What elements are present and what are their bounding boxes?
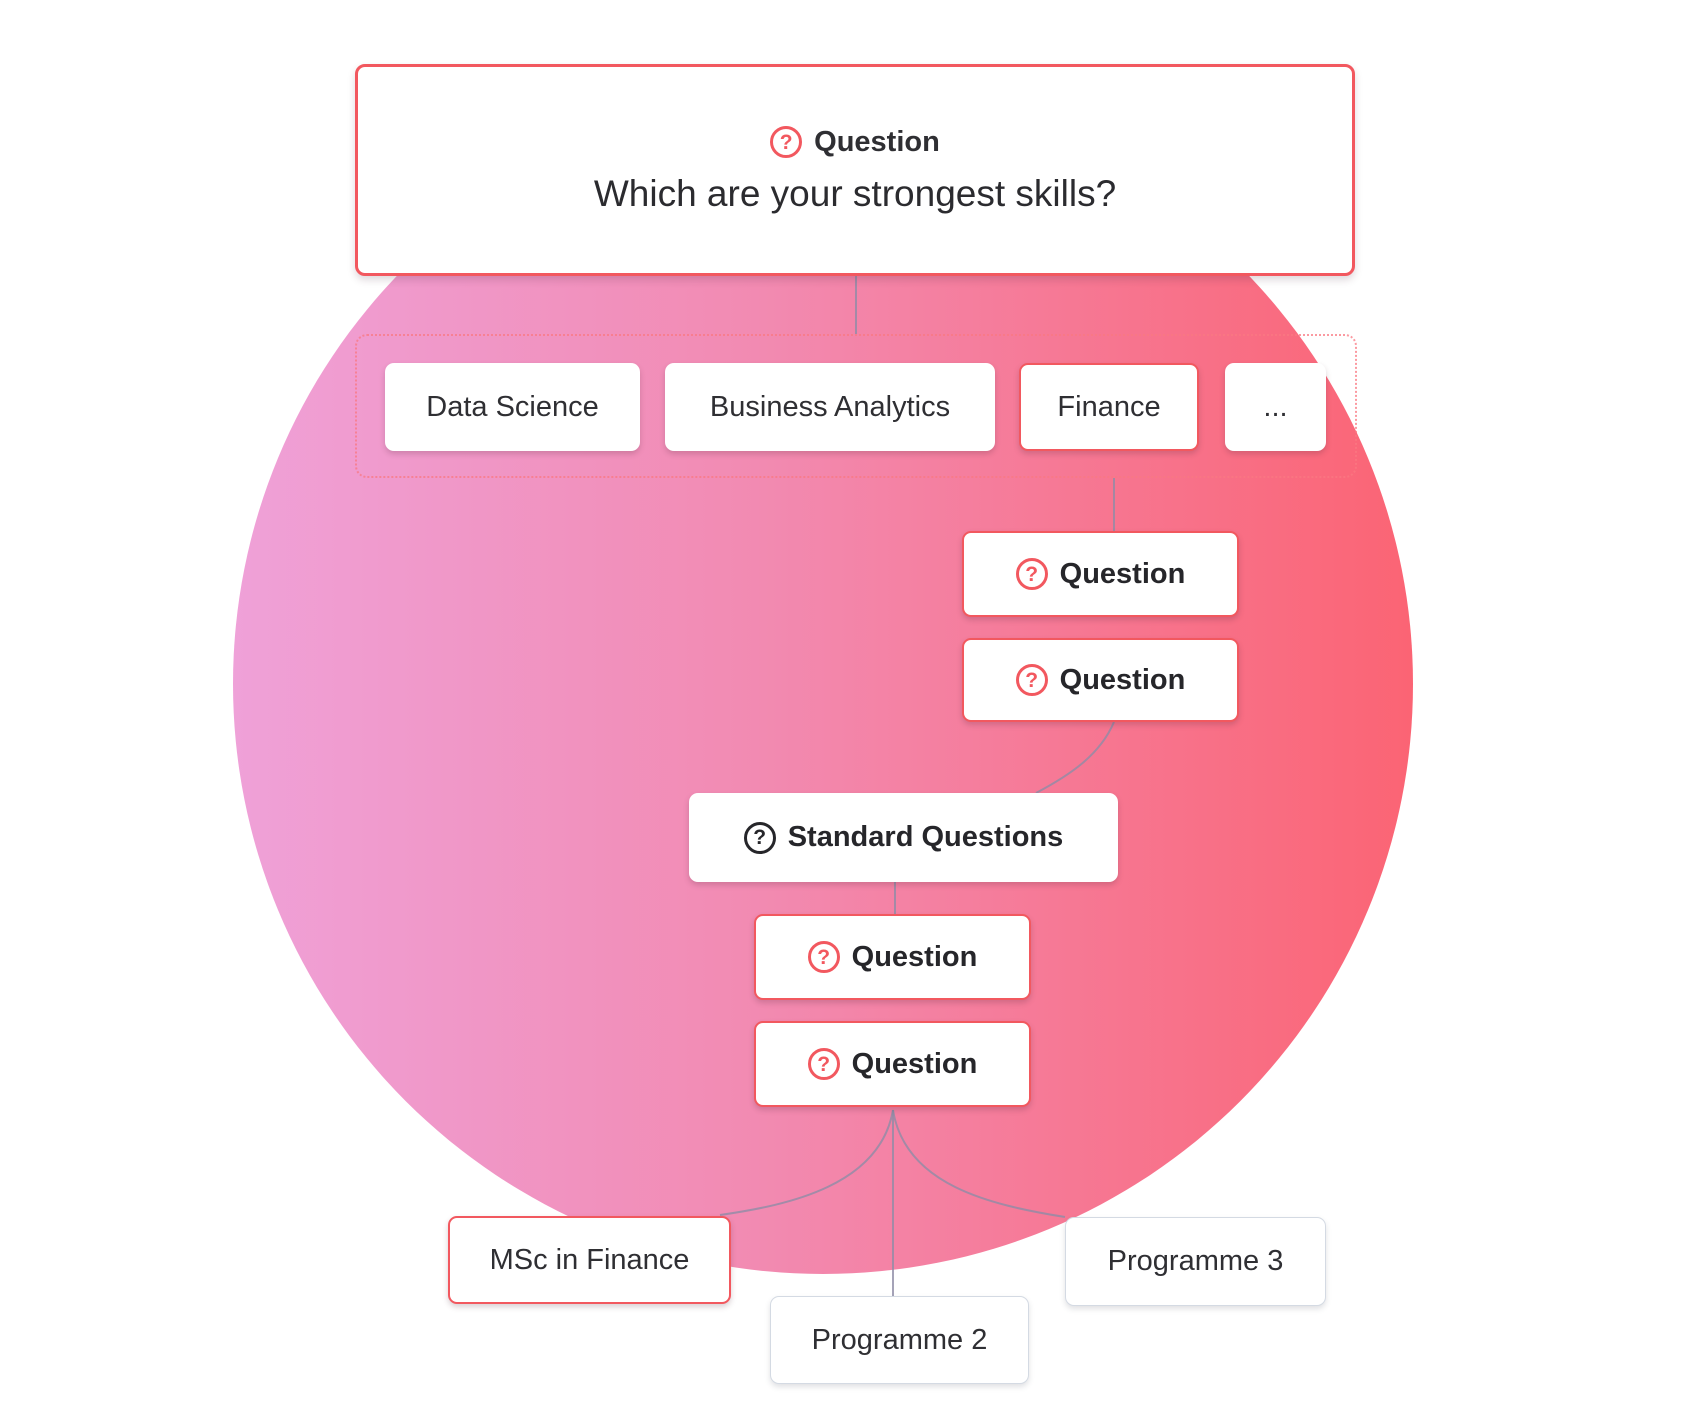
programme-node-2[interactable]: Programme 2 xyxy=(770,1296,1029,1384)
connector-to-programme-3 xyxy=(892,1109,1066,1218)
main-question-text: Which are your strongest skills? xyxy=(593,172,1117,214)
programme-label: MSc in Finance xyxy=(489,1243,690,1276)
skill-option-label: Business Analytics xyxy=(709,390,951,423)
skill-option-data-science[interactable]: Data Science xyxy=(385,363,640,451)
programme-label: Programme 2 xyxy=(811,1323,988,1356)
question-circle-icon: ? xyxy=(743,821,776,854)
skill-option-label: ... xyxy=(1263,390,1288,423)
question-circle-icon: ? xyxy=(807,1048,840,1080)
question-node-1[interactable]: ? Question xyxy=(962,531,1239,617)
main-question-heading: ? Question xyxy=(770,126,940,159)
standard-questions-node[interactable]: ? Standard Questions xyxy=(689,793,1118,882)
skill-option-label: Finance xyxy=(1057,390,1161,423)
programme-node-3[interactable]: Programme 3 xyxy=(1065,1217,1326,1306)
connector-question-to-standard xyxy=(1035,721,1115,794)
question-node-label: Question xyxy=(851,940,978,973)
standard-questions-label: Standard Questions xyxy=(787,821,1064,853)
programme-node-msc-finance[interactable]: MSc in Finance xyxy=(448,1216,731,1304)
skills-group-frame xyxy=(355,334,1357,478)
skill-option-more[interactable]: ... xyxy=(1225,363,1326,451)
question-node-4[interactable]: ? Question xyxy=(754,1021,1031,1107)
question-circle-icon: ? xyxy=(807,941,840,973)
question-node-label: Question xyxy=(1059,557,1186,590)
question-circle-icon: ? xyxy=(1015,664,1048,696)
question-circle-icon: ? xyxy=(770,126,803,158)
question-node-3[interactable]: ? Question xyxy=(754,914,1031,1000)
skill-option-finance[interactable]: Finance xyxy=(1019,363,1199,451)
programme-label: Programme 3 xyxy=(1107,1245,1284,1277)
skill-option-label: Data Science xyxy=(426,390,599,423)
main-question-card[interactable]: ? Question Which are your strongest skil… xyxy=(355,64,1355,276)
question-circle-icon: ? xyxy=(1015,558,1048,590)
skill-option-business-analytics[interactable]: Business Analytics xyxy=(665,363,995,451)
main-question-heading-label: Question xyxy=(814,125,940,158)
question-node-label: Question xyxy=(1059,663,1186,696)
question-node-label: Question xyxy=(851,1047,978,1080)
question-node-2[interactable]: ? Question xyxy=(962,638,1239,722)
connector-to-msc-finance xyxy=(719,1109,894,1216)
